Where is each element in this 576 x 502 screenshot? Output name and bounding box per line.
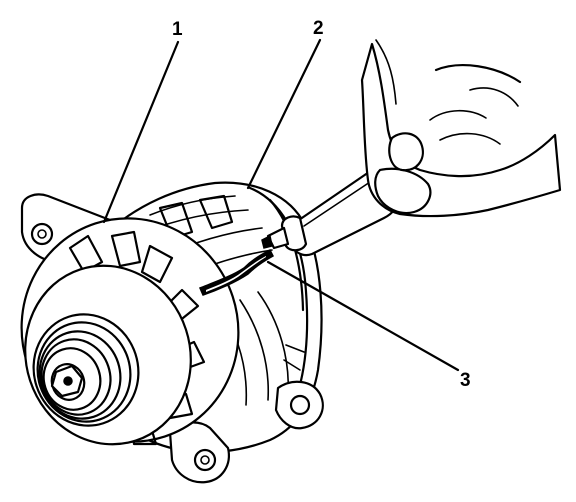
alternator-front-housing xyxy=(20,193,240,484)
leader-lines xyxy=(102,38,460,372)
callout-3: 3 xyxy=(460,370,471,391)
leader-line-2 xyxy=(246,38,322,190)
scribe-mark xyxy=(199,248,274,296)
hand-with-scribe xyxy=(261,39,562,257)
callout-1: 1 xyxy=(172,19,183,40)
leader-line-1 xyxy=(102,40,180,224)
leader-line-3 xyxy=(266,260,460,372)
callout-2: 2 xyxy=(313,18,324,39)
